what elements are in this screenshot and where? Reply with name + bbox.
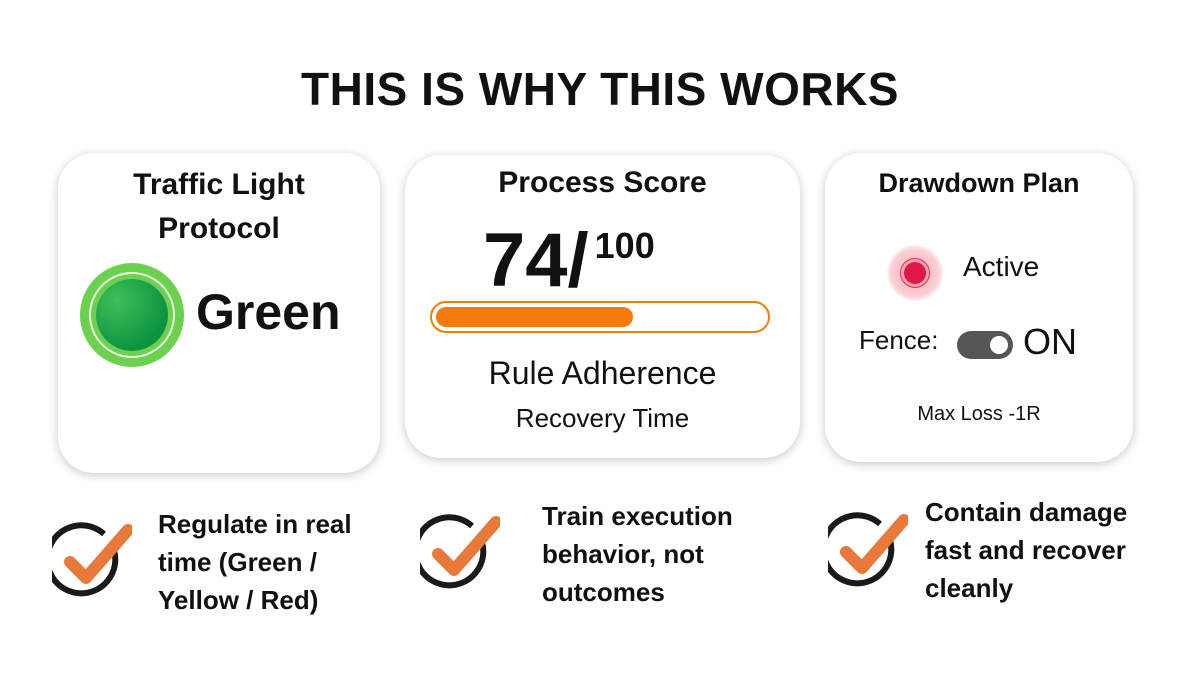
benefit-line: Yellow / Red) <box>158 585 319 615</box>
page-title: THIS IS WHY THIS WORKS <box>301 63 899 115</box>
benefit-line: outcomes <box>542 577 665 607</box>
drawdown-plan-card: Drawdown Plan Active Fence: ON Max Loss … <box>825 153 1133 462</box>
metric-label: Rule Adherence <box>488 355 717 391</box>
plan-status: Active <box>963 251 1040 282</box>
benefit-text: Train execution behavior, not outcomes <box>542 497 733 611</box>
max-loss: Max Loss -1R <box>917 403 1041 425</box>
benefit-line: time (Green / <box>158 547 317 577</box>
benefit-text: Regulate in real time (Green / Yellow / Re… <box>158 505 352 619</box>
benefit-line: Contain damage <box>925 497 1128 527</box>
score-max: 100 <box>594 225 655 266</box>
card-title: Drawdown Plan <box>878 168 1080 198</box>
score-value: 74/100 <box>483 218 655 303</box>
benefit-line: behavior, not <box>542 539 704 569</box>
check-circle-icon <box>420 514 500 589</box>
green-light-icon <box>80 263 184 367</box>
benefit-line: Train execution <box>542 501 733 531</box>
metric-label: Recovery Time <box>515 403 690 433</box>
fence-toggle[interactable] <box>957 331 1013 359</box>
fence-label: Fence: <box>859 325 939 355</box>
benefit-line: Regulate in real <box>158 509 352 539</box>
card-title: Process Score <box>498 166 707 199</box>
traffic-status: Green <box>196 284 341 340</box>
fence-state: ON <box>1023 321 1077 362</box>
score-progress-bar <box>430 301 770 333</box>
progress-fill <box>436 307 633 327</box>
active-dot-icon <box>887 245 943 301</box>
traffic-light-card: Traffic Light Protocol Green <box>58 153 380 473</box>
benefit-line: fast and recover <box>925 535 1126 565</box>
check-circle-icon <box>828 512 908 587</box>
benefit-text: Contain damage fast and recover cleanly <box>925 493 1127 607</box>
process-score-card: Process Score 74/100 Rule Adherence Reco… <box>405 155 800 458</box>
check-circle-icon <box>52 522 132 597</box>
card-title: Protocol <box>158 212 280 245</box>
card-title: Traffic Light <box>133 168 305 201</box>
benefit-line: cleanly <box>925 573 1014 603</box>
